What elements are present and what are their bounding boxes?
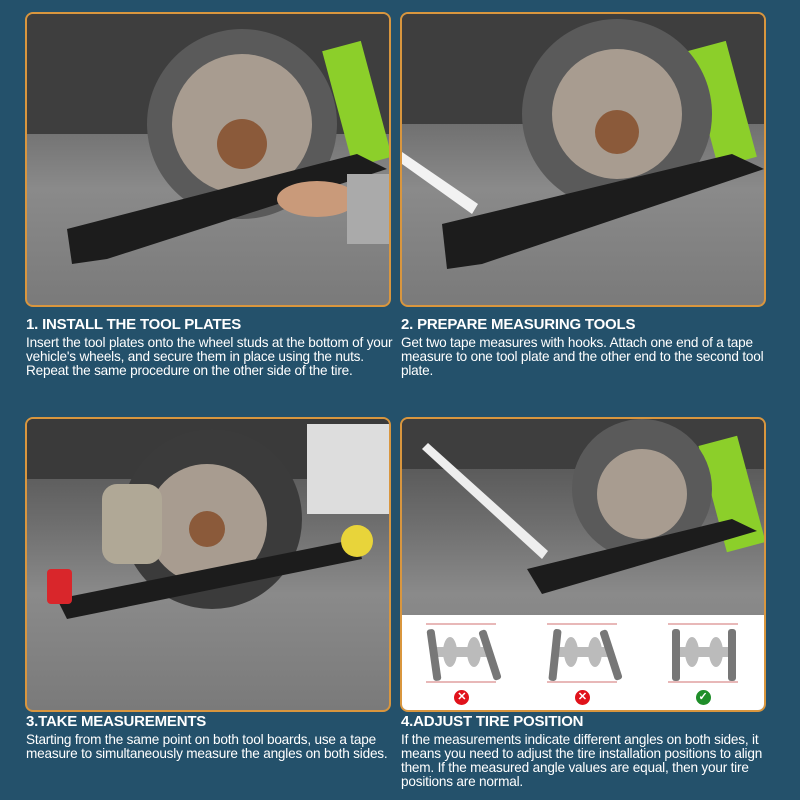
step-4-title: 4.ADJUST TIRE POSITION (401, 713, 584, 730)
step-2-caption: 2. PREPARE MEASURING TOOLS Get two tape … (401, 316, 773, 378)
cross-icon: ✕ (574, 689, 590, 705)
measurement-illustration (27, 419, 389, 619)
step-1-caption: 1. INSTALL THE TOOL PLATES Insert the to… (26, 316, 398, 378)
tape-measure-illustration (402, 14, 764, 269)
brake-rotor-illustration (27, 14, 389, 264)
alignment-example-correct: ✓ (664, 619, 744, 707)
step-1-text: Insert the tool plates onto the wheel st… (26, 335, 393, 378)
alignment-examples: ✕ ✕ ✓ (402, 615, 764, 710)
photo-take-measurements (25, 417, 391, 712)
step-2-text: Get two tape measures with hooks. Attach… (401, 335, 764, 378)
alignment-example-toe-in: ✕ (422, 619, 502, 707)
adjust-tire-position-panel: ✕ ✕ ✓ (400, 417, 766, 712)
step-3-title: 3.TAKE MEASUREMENTS (26, 713, 207, 730)
alignment-example-toe-out: ✕ (543, 619, 623, 707)
step-4-caption: 4.ADJUST TIRE POSITION If the measuremen… (401, 713, 773, 789)
step-4-text: If the measurements indicate different a… (401, 732, 763, 789)
check-icon: ✓ (695, 689, 711, 705)
step-3-caption: 3.TAKE MEASUREMENTS Starting from the sa… (26, 713, 398, 761)
step-1-title: 1. INSTALL THE TOOL PLATES (26, 316, 242, 333)
step-3-text: Starting from the same point on both too… (26, 732, 388, 761)
wheel-alignment-photo (402, 419, 764, 594)
cross-icon: ✕ (454, 689, 470, 705)
photo-prepare-measuring-tools (400, 12, 766, 307)
step-2-title: 2. PREPARE MEASURING TOOLS (401, 316, 636, 333)
photo-install-tool-plates (25, 12, 391, 307)
